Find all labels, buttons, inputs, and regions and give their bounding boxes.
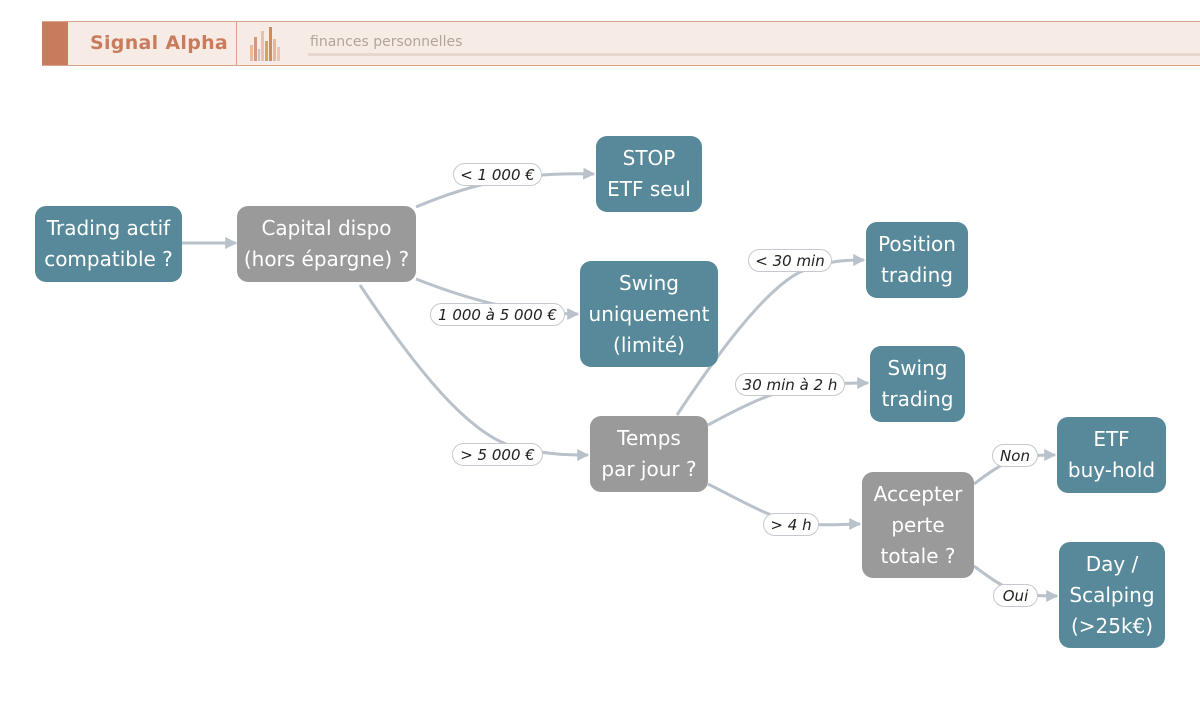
edge-label-gt-5000: > 5 000 €	[452, 443, 543, 466]
edge-label-1000-5000: 1 000 à 5 000 €	[430, 303, 565, 326]
node-line: ETF	[1093, 427, 1130, 451]
node-position-trading[interactable]: Position trading	[866, 222, 968, 298]
node-line: Day /	[1085, 551, 1139, 576]
tagline: finances personnelles	[310, 34, 463, 50]
node-line: totale ?	[880, 543, 956, 568]
node-line: Scalping	[1069, 582, 1155, 607]
node-accepter-perte[interactable]: Accepter perte totale ?	[862, 472, 974, 578]
node-line: par jour ?	[601, 457, 697, 481]
node-line: Temps	[617, 426, 681, 450]
node-line: (hors épargne) ?	[243, 247, 410, 271]
node-line: trading	[881, 263, 953, 287]
node-line: Position	[878, 232, 956, 256]
node-line: Swing	[887, 356, 948, 380]
node-line: (limité)	[613, 332, 685, 357]
node-etf-buy-hold[interactable]: ETF buy-hold	[1057, 417, 1166, 493]
edge-label-gt-4h: > 4 h	[763, 513, 819, 536]
edge-label-non: Non	[992, 444, 1038, 467]
node-line: (>25k€)	[1070, 613, 1154, 638]
edge-label-30min-2h: 30 min à 2 h	[735, 373, 845, 396]
node-line: compatible ?	[44, 247, 173, 271]
edge-temps-to-position	[675, 254, 866, 416]
node-line: perte	[891, 512, 945, 537]
brand-name[interactable]: Signal Alpha	[90, 32, 229, 54]
node-capital-dispo[interactable]: Capital dispo (hors épargne) ?	[237, 206, 416, 282]
node-line: Accepter	[873, 481, 963, 506]
app-header: Signal Alpha finances personnelles	[42, 21, 1200, 66]
node-temps-par-jour[interactable]: Temps par jour ?	[590, 416, 708, 492]
edge-label-oui: Oui	[993, 584, 1038, 607]
node-swing-trading[interactable]: Swing trading	[870, 346, 965, 422]
node-swing-uniquement[interactable]: Swing uniquement (limité)	[580, 261, 718, 367]
node-line: uniquement	[588, 301, 710, 326]
tagline-rule	[308, 53, 1200, 56]
node-stop-etf[interactable]: STOP ETF seul	[596, 136, 702, 212]
node-trading-actif[interactable]: Trading actif compatible ?	[35, 206, 182, 282]
brand-accent-bar	[42, 22, 68, 65]
bar-chart-logo-icon	[250, 27, 280, 61]
node-line: ETF seul	[607, 177, 691, 201]
node-line: STOP	[622, 146, 676, 170]
node-line: trading	[881, 387, 954, 411]
node-line: buy-hold	[1067, 458, 1156, 482]
node-line: Capital dispo	[261, 216, 392, 240]
node-day-scalping[interactable]: Day / Scalping (>25k€)	[1059, 542, 1165, 648]
edge-capital-to-temps	[358, 284, 590, 461]
node-line: Swing	[619, 270, 679, 295]
edge-label-lt-1000: < 1 000 €	[453, 163, 542, 186]
node-line: Trading actif	[46, 216, 171, 240]
header-divider	[236, 22, 237, 65]
edge-label-lt-30min: < 30 min	[748, 249, 832, 272]
